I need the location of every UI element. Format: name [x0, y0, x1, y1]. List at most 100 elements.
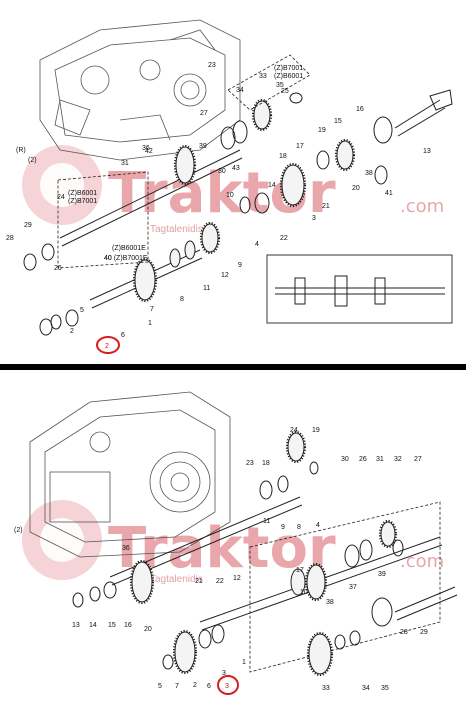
callout: 28	[6, 235, 14, 242]
top-callouts: 1 2 3 4 5 6 7 8 9 10 11 12 13 14 15 16 1…	[6, 62, 431, 339]
callout: 4	[316, 522, 320, 529]
callout: 14	[89, 622, 97, 629]
callout: 11	[203, 285, 210, 292]
callout: 2	[70, 328, 74, 335]
bottom-exploded-view: Traktor .com Tagtalenidis	[14, 391, 458, 695]
callout: 13	[72, 622, 80, 629]
callout: 36	[142, 145, 150, 152]
callout: 6	[121, 332, 125, 339]
watermark-sub: Tagtalenidis	[150, 574, 203, 585]
callout: 42	[145, 148, 153, 155]
note-b6001e: (Z)B6001E	[112, 245, 146, 252]
note-b7001: (Z)B7001	[68, 198, 97, 205]
top-exploded-view: Traktor .com Tagtalenidis	[6, 19, 453, 354]
figure-marker-bottom: 3	[217, 675, 239, 695]
callout: 31	[376, 456, 384, 463]
side-marker-2: (2)	[28, 157, 37, 164]
watermark-domain: .com	[400, 551, 444, 572]
callout: 43	[232, 165, 240, 172]
callout: 22	[216, 578, 224, 585]
callout: 15	[108, 622, 116, 629]
panel-divider	[0, 364, 466, 370]
callout: 28	[400, 629, 408, 636]
note-b6001-right: (Z)B6001	[274, 73, 303, 80]
lower-detail-outline	[249, 501, 441, 673]
callout: 26	[359, 456, 367, 463]
callout: 22	[280, 235, 288, 242]
callout: 27	[200, 110, 208, 117]
callout: 39	[378, 571, 386, 578]
callout: 33	[322, 685, 330, 692]
callout: 40	[104, 255, 112, 262]
bearings-bottom	[72, 461, 404, 670]
callout: 20	[352, 185, 360, 192]
callout: 39	[199, 143, 207, 150]
callout: 12	[233, 575, 241, 582]
figure-marker-top: 2	[96, 336, 120, 354]
callout: 14	[268, 182, 276, 189]
callout: 41	[385, 190, 393, 197]
callout: 16	[356, 106, 364, 113]
callout: 15	[334, 118, 342, 125]
callout: 9	[238, 262, 242, 269]
note-b6001: (Z)B6001	[68, 190, 97, 197]
callout: 6	[207, 683, 211, 690]
callout: 36	[122, 545, 130, 552]
housing-drawing	[39, 19, 241, 161]
side-marker-2-bottom: (2)	[14, 527, 23, 534]
watermark-domain: .com	[400, 196, 444, 217]
callout: 19	[318, 127, 326, 134]
gears-top	[132, 98, 356, 303]
callout: 23	[208, 62, 216, 69]
callout: 13	[423, 148, 431, 155]
callout: 35	[276, 82, 284, 89]
callout: 35	[381, 685, 389, 692]
callout: 33	[259, 73, 267, 80]
callout: 23	[246, 460, 254, 467]
callout: 30	[218, 168, 226, 175]
callout: 19	[312, 427, 320, 434]
callout: 34	[236, 87, 244, 94]
callout: 11	[263, 518, 270, 525]
callout: 25	[281, 88, 289, 95]
callout: 38	[365, 170, 373, 177]
callout: 1	[242, 659, 246, 666]
callout: 5	[80, 307, 84, 314]
callout: 29	[420, 629, 428, 636]
detail-inset-box	[266, 254, 453, 324]
callout: 5	[158, 683, 162, 690]
callout: 1	[148, 320, 152, 327]
callout: 30	[341, 456, 349, 463]
top-notes: (Z)B6001 (Z)B7001 (Z)B6001E 40 (Z)B7001E…	[16, 65, 303, 262]
callout: 10	[226, 192, 234, 199]
side-marker-r: (R)	[16, 147, 26, 154]
callout: 34	[362, 685, 370, 692]
gears-bottom	[129, 430, 398, 677]
callout: 18	[262, 460, 270, 467]
callout: 3	[222, 670, 226, 677]
callout: 7	[150, 306, 154, 313]
callout: 7	[175, 683, 179, 690]
callout: 32	[394, 456, 402, 463]
callout: 21	[195, 578, 203, 585]
callout: 26	[54, 265, 62, 272]
callout: 38	[326, 599, 334, 606]
bearings-top	[23, 92, 393, 336]
callout: 20	[144, 626, 152, 633]
callout: 16	[124, 622, 132, 629]
callout: 24	[290, 427, 298, 434]
left-detail-outline	[57, 171, 149, 269]
bottom-callouts: 1 2 3 4 5 6 7 8 9 10 11 12 13 14 15 16 1…	[14, 427, 428, 692]
callout: 18	[279, 153, 287, 160]
callout: 8	[297, 524, 301, 531]
callout: 4	[255, 241, 259, 248]
callout: 31	[121, 160, 129, 167]
bottom-diagram-panel: Traktor .com Tagtalenidis	[0, 372, 466, 700]
inset-shaft	[275, 275, 445, 307]
watermark-sub: Tagtalenidis	[150, 224, 203, 235]
note-b7001-right: (Z)B7001	[274, 65, 303, 72]
callout: 10	[300, 589, 308, 596]
callout: 3	[312, 215, 316, 222]
callout: 21	[322, 203, 330, 210]
callout: 8	[180, 296, 184, 303]
